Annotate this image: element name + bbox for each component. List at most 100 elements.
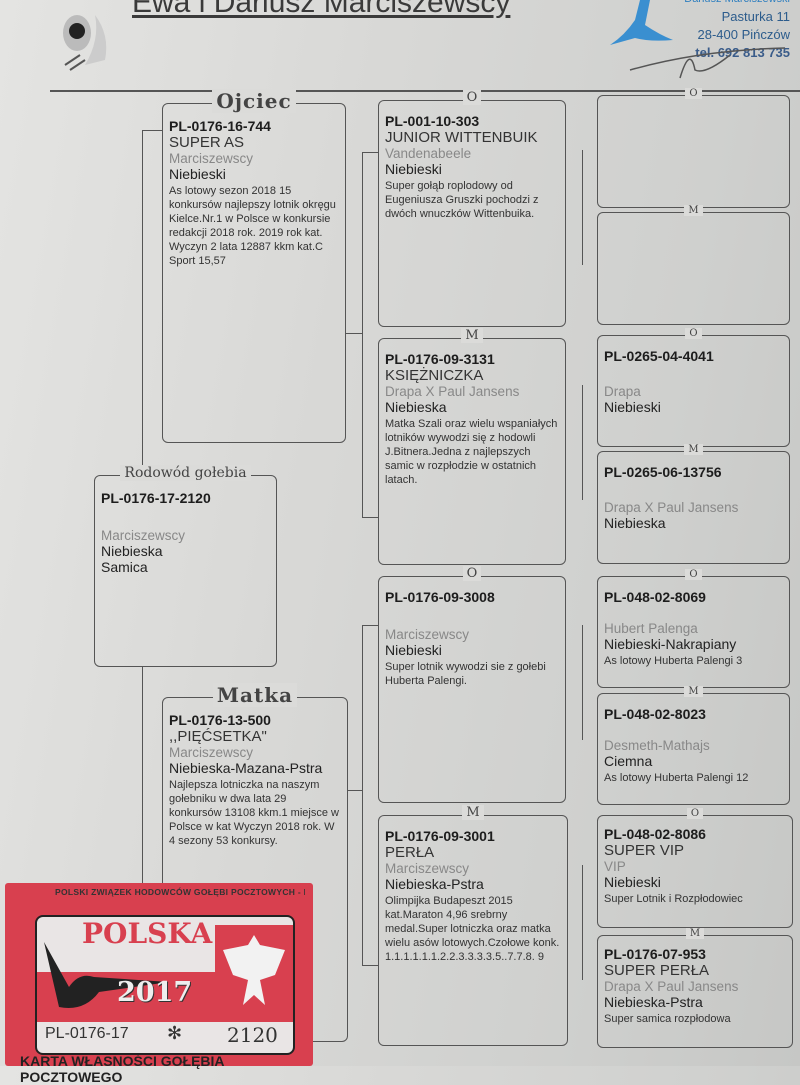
- box-label: O: [462, 566, 482, 581]
- connector: [362, 517, 378, 518]
- father-note: As lotowy sezon 2018 15 konkursów najlep…: [169, 185, 336, 267]
- note: Super Lotnik i Rozpłodowiec: [604, 893, 743, 905]
- grandparent-box: O PL-001-10-303 JUNIOR WITTENBUIK Vanden…: [378, 90, 566, 327]
- father-box: Ojciec PL-0176-16-744 SUPER AS Marciszew…: [162, 89, 346, 443]
- box-label: O: [686, 808, 704, 819]
- card-ring-prefix: PL-0176-17: [45, 1025, 129, 1042]
- subject-color: Niebieska: [101, 543, 163, 559]
- note: Super samica rozpłodowa: [604, 1013, 731, 1025]
- box-label: M: [684, 686, 703, 697]
- connector: [142, 130, 143, 475]
- color: Niebieska: [604, 515, 666, 531]
- grandparent-box: O PL-0176-09-3008 Marciszewscy Niebieski…: [378, 566, 566, 803]
- great-grandparent-box: M PL-048-02-8023 Desmeth-Mathajs Ciemna …: [597, 686, 790, 805]
- box-label: O: [685, 569, 702, 580]
- subject-ring: PL-0176-17-2120: [101, 490, 211, 506]
- card-serial: 2120: [227, 1023, 278, 1047]
- father-label: Ojciec: [212, 89, 296, 113]
- connector: [346, 333, 362, 334]
- breed: VIP: [604, 859, 626, 874]
- color: Niebieski: [604, 399, 661, 415]
- box-label: M: [685, 928, 705, 939]
- color: Niebieski: [385, 161, 442, 177]
- great-grandparent-box: O PL-048-02-8086 SUPER VIP VIP Niebieski…: [597, 808, 793, 928]
- box-label: M: [684, 444, 703, 455]
- mother-note: Najlepsza lotniczka na naszym gołebniku …: [169, 779, 339, 847]
- breed: Drapa: [604, 384, 641, 399]
- father-name: SUPER AS: [169, 134, 245, 151]
- mother-color: Niebieska-Mazana-Pstra: [169, 760, 323, 776]
- subject-sex: Samica: [101, 559, 148, 575]
- color: Niebieska: [385, 399, 447, 415]
- address-city: 28-400 Pińczów: [697, 27, 791, 42]
- mother-name: ,,PIĘĆSETKA": [169, 728, 267, 745]
- box-label: M: [684, 205, 703, 216]
- subject-breed: Marciszewscy: [101, 528, 186, 543]
- great-grandparent-box: M PL-0265-06-13756 Drapa X Paul Jansens …: [597, 444, 790, 564]
- mother-breed: Marciszewscy: [169, 745, 254, 760]
- card-inner: POLSKA 2017 PL-0176-17 ✻ 2120: [35, 915, 295, 1055]
- card-star: ✻: [167, 1023, 183, 1043]
- ring-number: PL-0265-04-4041: [604, 348, 714, 364]
- color: Niebieski: [604, 874, 661, 890]
- breed: Hubert Palenga: [604, 621, 698, 636]
- connector: [362, 625, 363, 965]
- connector: [362, 625, 378, 626]
- connector: [348, 790, 362, 791]
- box-label: M: [461, 328, 483, 343]
- breed: Vandenabeele: [385, 146, 472, 161]
- color: Niebieski: [385, 642, 442, 658]
- father-ring: PL-0176-16-744: [169, 118, 271, 134]
- connector: [362, 152, 363, 517]
- card-bottom-text: KARTA WŁASNOŚCI GOŁĘBIA POCZTOWEGO: [20, 1053, 225, 1085]
- box-label: O: [462, 90, 482, 105]
- note: Olimpijka Budapeszt 2015 kat.Maraton 4,9…: [385, 895, 560, 963]
- ring-number: PL-0176-09-3001: [385, 828, 495, 844]
- color: Niebieska-Pstra: [385, 876, 484, 892]
- connector: [362, 965, 378, 966]
- ring-number: PL-048-02-8023: [604, 706, 706, 722]
- note: Matka Szali oraz wielu wspaniałych lotni…: [385, 418, 558, 486]
- subject-label: Rodowód gołebia: [120, 465, 251, 481]
- ring-number: PL-048-02-8069: [604, 589, 706, 605]
- blue-bird-logo-icon: [610, 0, 673, 45]
- mother-ring: PL-0176-13-500: [169, 712, 271, 728]
- ring-number: PL-0265-06-13756: [604, 464, 722, 480]
- box-label: O: [685, 328, 702, 339]
- breed: Drapa X Paul Jansens: [604, 979, 739, 994]
- ring-number: PL-0176-09-3131: [385, 351, 495, 367]
- card-border-text: POLSKI ZWIĄZEK HODOWCÓW GOŁĘBI POCZTOWYC…: [55, 887, 305, 897]
- color: Niebieski-Nakrapiany: [604, 636, 737, 652]
- note: As lotowy Huberta Palengi 3: [604, 655, 743, 667]
- grandparent-box: M PL-0176-09-3131 KSIĘŻNICZKA Drapa X Pa…: [378, 328, 566, 565]
- great-grandparent-box: M: [597, 205, 790, 325]
- breed: Marciszewscy: [385, 861, 470, 876]
- grandparent-box: M PL-0176-09-3001 PERŁA Marciszewscy Nie…: [378, 805, 568, 1046]
- color: Ciemna: [604, 753, 653, 769]
- pigeon-name: PERŁA: [385, 844, 435, 861]
- note: Super lotnik wywodzi sie z gołebi Hubert…: [385, 661, 546, 687]
- box-label: M: [462, 805, 484, 820]
- connector: [142, 130, 162, 131]
- breeder-title: Ewa i Dariusz Marciszewscy: [132, 0, 511, 19]
- pigeon-icon: [44, 942, 169, 1008]
- card-country: POLSKA: [82, 917, 213, 950]
- breed: Drapa X Paul Jansens: [604, 500, 739, 515]
- pigeon-name: SUPER PERŁA: [604, 962, 710, 979]
- ring-number: PL-0176-07-953: [604, 946, 706, 962]
- ring-number: PL-048-02-8086: [604, 826, 706, 842]
- header-divider: [50, 90, 800, 92]
- connector: [582, 150, 583, 265]
- pigeon-name: KSIĘŻNICZKA: [385, 367, 484, 384]
- eagle-emblem-icon: [215, 925, 293, 1015]
- connector: [582, 865, 583, 980]
- ring-number: PL-001-10-303: [385, 113, 480, 129]
- ring-number: PL-0176-09-3008: [385, 589, 495, 605]
- mother-box: Matka PL-0176-13-500 ,,PIĘĆSETKA" Marcis…: [162, 683, 348, 1042]
- connector: [362, 152, 378, 153]
- note: Super gołąb roplodowy od Eugeniusza Grus…: [385, 180, 539, 220]
- signature: [629, 47, 786, 79]
- connector: [582, 625, 583, 740]
- breed: Desmeth-Mathajs: [604, 738, 710, 753]
- subject-box: Rodowód gołebia PL-0176-17-2120 Marcisze…: [94, 465, 277, 667]
